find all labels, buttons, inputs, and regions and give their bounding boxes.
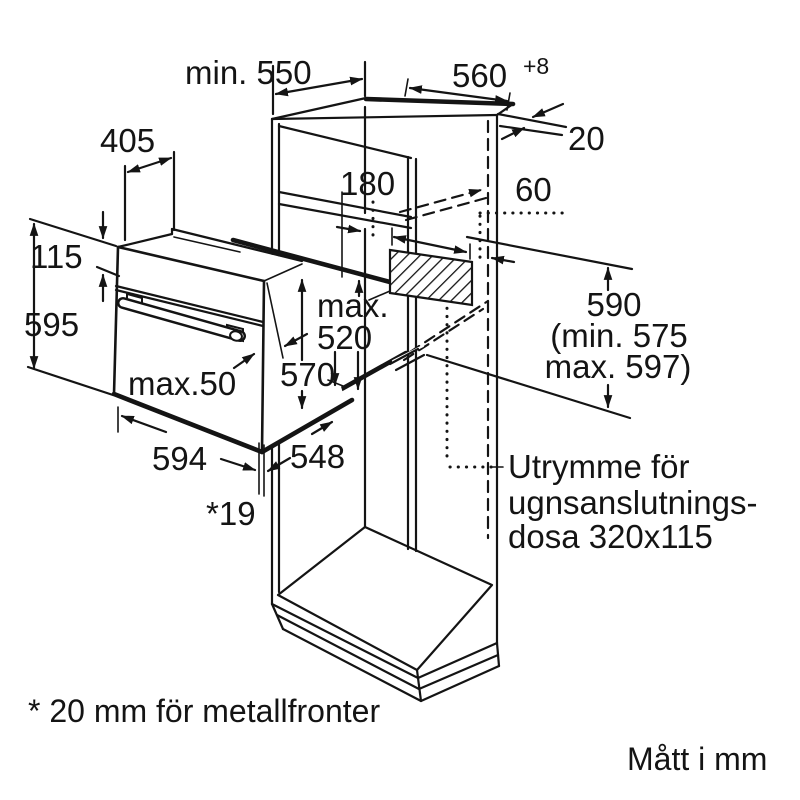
- dim-niche-height-min: (min. 575: [550, 317, 688, 354]
- units-note: Mått i mm: [627, 741, 767, 777]
- dim-niche-height: 590: [586, 286, 641, 323]
- dim-upper-compartment: 180: [340, 165, 395, 202]
- dim-max-label: max.: [317, 287, 389, 324]
- labels: min. 550 560 +8 20 405 180 60 115 595 ma…: [24, 53, 767, 777]
- dim-oven-width: 594: [152, 440, 207, 477]
- dim-front-max: max.50: [128, 365, 236, 402]
- dim-casing-height: 570: [280, 356, 335, 393]
- dimension-lines: [26, 60, 634, 497]
- dim-max-value: 520: [317, 319, 372, 356]
- plinth: [270, 602, 501, 703]
- hidden-shelf-edges: [398, 188, 490, 362]
- oven: [111, 227, 355, 455]
- dotted-reference-lines: [371, 200, 565, 469]
- dim-niche-depth: min. 550: [185, 54, 312, 91]
- dim-oven-height: 595: [24, 306, 79, 343]
- connection-note-line2: ugnsanslutnings-: [508, 484, 758, 521]
- niche-top-edge: [230, 237, 393, 285]
- dim-front-frame: *19: [206, 495, 256, 532]
- dim-rear-clearance: 60: [515, 171, 552, 208]
- dim-top-depth: 405: [100, 122, 155, 159]
- connection-box-area: [368, 248, 474, 307]
- connection-note-line1: Utrymme för: [508, 448, 690, 485]
- dim-niche-width-tolerance: +8: [523, 53, 549, 79]
- break-symbol: [388, 344, 426, 372]
- dim-control-panel-height: 115: [30, 238, 83, 275]
- oven-bottom-edge: [111, 391, 265, 455]
- dim-side-panel-thickness: 20: [568, 120, 605, 157]
- footnote: * 20 mm för metallfronter: [28, 693, 380, 729]
- connection-note-line3: dosa 320x115: [508, 518, 713, 555]
- oven-top-edge: [116, 245, 266, 283]
- dim-niche-width: 560: [452, 57, 507, 94]
- oven-handle: [117, 292, 246, 343]
- dim-niche-height-max: max. 597): [545, 348, 692, 385]
- dim-oven-depth: 548: [290, 438, 345, 475]
